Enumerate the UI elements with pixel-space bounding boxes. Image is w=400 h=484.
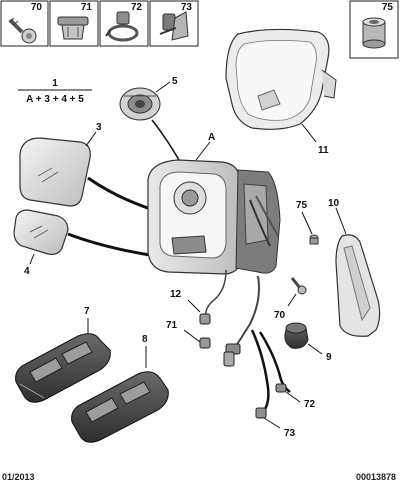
connector-main (223, 343, 241, 367)
leader-12 (187, 299, 201, 313)
header-box-71-label: 71 (81, 2, 93, 13)
leader-73 (263, 417, 281, 429)
callout-8: 8 (142, 334, 148, 345)
part-pivot-bushing (284, 322, 309, 349)
part-base-cover (335, 234, 381, 337)
header-box-70: 70 (0, 0, 49, 47)
header-box-72: 72 (99, 0, 149, 47)
formula-text: A + 3 + 4 + 5 (26, 94, 84, 105)
callout-71: 71 (166, 320, 178, 331)
callout-73: 73 (284, 428, 296, 439)
leader-71 (183, 329, 201, 343)
leader-72 (285, 391, 301, 403)
cable-tie-icon (105, 11, 139, 42)
header-box-71: 71 (49, 0, 99, 47)
part-switch-panel-8 (71, 371, 169, 443)
leader-a (195, 141, 211, 161)
callout-7: 7 (84, 306, 90, 317)
part-bushing (309, 234, 319, 245)
assembly-formula: 1 A + 3 + 4 + 5 (18, 78, 92, 105)
callout-5: 5 (172, 76, 178, 87)
callout-72: 72 (304, 399, 316, 410)
part-mirror-motor (119, 87, 161, 121)
callout-10: 10 (328, 198, 340, 209)
leader-70 (287, 293, 297, 307)
leader-11 (301, 123, 317, 143)
part-cable-clip (255, 407, 267, 419)
callout-12: 12 (170, 289, 182, 300)
leader-75 (301, 211, 313, 235)
header-box-73-label: 73 (181, 2, 193, 13)
header-box-72-label: 72 (131, 2, 143, 13)
leader-9 (307, 343, 323, 355)
part-lower-glass (13, 209, 69, 255)
clip-icon (57, 16, 89, 40)
cable-clip-icon (159, 11, 189, 41)
bushing-icon (362, 17, 386, 49)
part-clip (199, 337, 211, 349)
part-mirror-glass (19, 137, 91, 207)
footer-reference: 00013878 (355, 472, 396, 482)
harness-small (204, 269, 227, 319)
leader-10 (335, 207, 347, 235)
leader-5 (155, 81, 171, 93)
footer-date: 01/2013 (2, 472, 35, 482)
connector-small (199, 313, 211, 325)
harness-lower-a (250, 329, 270, 415)
callout-9: 9 (326, 352, 332, 363)
part-mirror-cover (225, 28, 337, 130)
callout-11: 11 (318, 145, 329, 156)
callout-a: A (208, 132, 215, 143)
harness-main (231, 275, 260, 353)
part-cable-tie (275, 383, 287, 393)
callout-3: 3 (96, 122, 102, 133)
part-mirror-housing (147, 159, 281, 275)
header-box-73: 73 (149, 0, 199, 47)
callout-70: 70 (274, 310, 286, 321)
formula-number: 1 (52, 78, 58, 89)
part-screw (290, 277, 307, 295)
screw-icon (8, 17, 37, 44)
callout-75: 75 (296, 200, 308, 211)
leader-4 (29, 253, 35, 265)
header-box-75-label: 75 (382, 2, 394, 13)
leader-3 (85, 131, 97, 147)
part-switch-panel-7 (15, 333, 111, 403)
callout-4: 4 (24, 266, 30, 277)
header-box-70-label: 70 (31, 2, 43, 13)
header-box-75: 75 (349, 0, 399, 59)
